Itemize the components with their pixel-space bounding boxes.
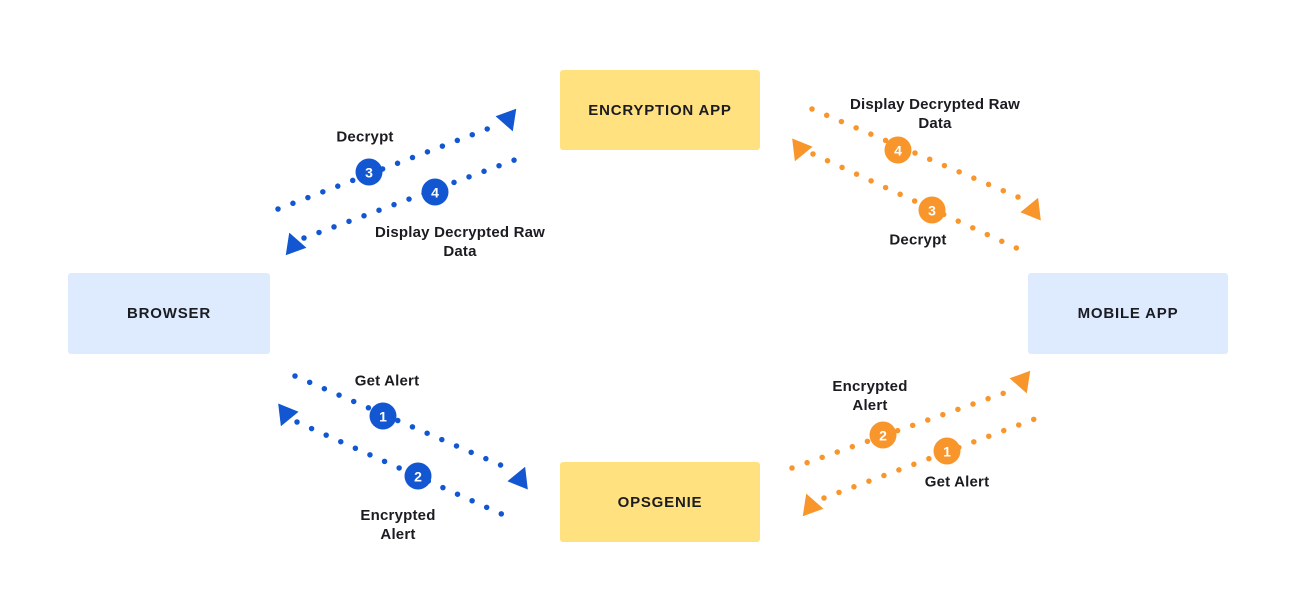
label-get-alert: Get Alert [354, 372, 420, 390]
arrow-down-icon [1009, 370, 1031, 394]
step-badge-3: 3 [355, 158, 383, 186]
label-display-decrypted-raw-data: Display Decrypted Raw Data [849, 96, 1021, 132]
node-mobile-app: MOBILE APP [1028, 273, 1228, 354]
label-encrypted-alert: Encrypted Alert [360, 507, 436, 543]
line-display-mobile [809, 106, 1021, 200]
step-badge-2: 2 [869, 421, 897, 449]
node-opsgenie: OPSGENIE [560, 462, 760, 542]
step-badge-1: 1 [933, 437, 961, 465]
label-decrypt: Decrypt [336, 128, 394, 146]
label-encrypted-alert: Encrypted Alert [832, 378, 908, 414]
line-getalert-mobile [821, 414, 1043, 501]
step-badge-2: 2 [404, 462, 432, 490]
arrow-up-icon [285, 232, 307, 256]
step-badge-1: 1 [369, 402, 397, 430]
label-decrypt: Decrypt [889, 231, 947, 249]
label-get-alert: Get Alert [924, 473, 990, 491]
arrow-down-icon [495, 108, 517, 132]
line-decrypt-browser [275, 123, 498, 212]
line-encalert-mobile [789, 389, 1010, 471]
step-badge-4: 4 [421, 178, 449, 206]
step-badge-4: 4 [884, 136, 912, 164]
arrow-up-icon [507, 466, 528, 490]
arrow-down-icon [792, 138, 813, 162]
arrow-up-icon [802, 493, 824, 517]
node-browser: BROWSER [68, 273, 270, 354]
arrow-down-icon [278, 403, 299, 427]
step-badge-3: 3 [918, 196, 946, 224]
line-encalert-browser [294, 419, 509, 519]
arrow-up-icon [1020, 197, 1041, 221]
line-decrypt-mobile [810, 151, 1028, 255]
label-display-decrypted-raw-data: Display Decrypted Raw Data [374, 224, 546, 260]
node-encryption-app: ENCRYPTION APP [560, 70, 760, 150]
